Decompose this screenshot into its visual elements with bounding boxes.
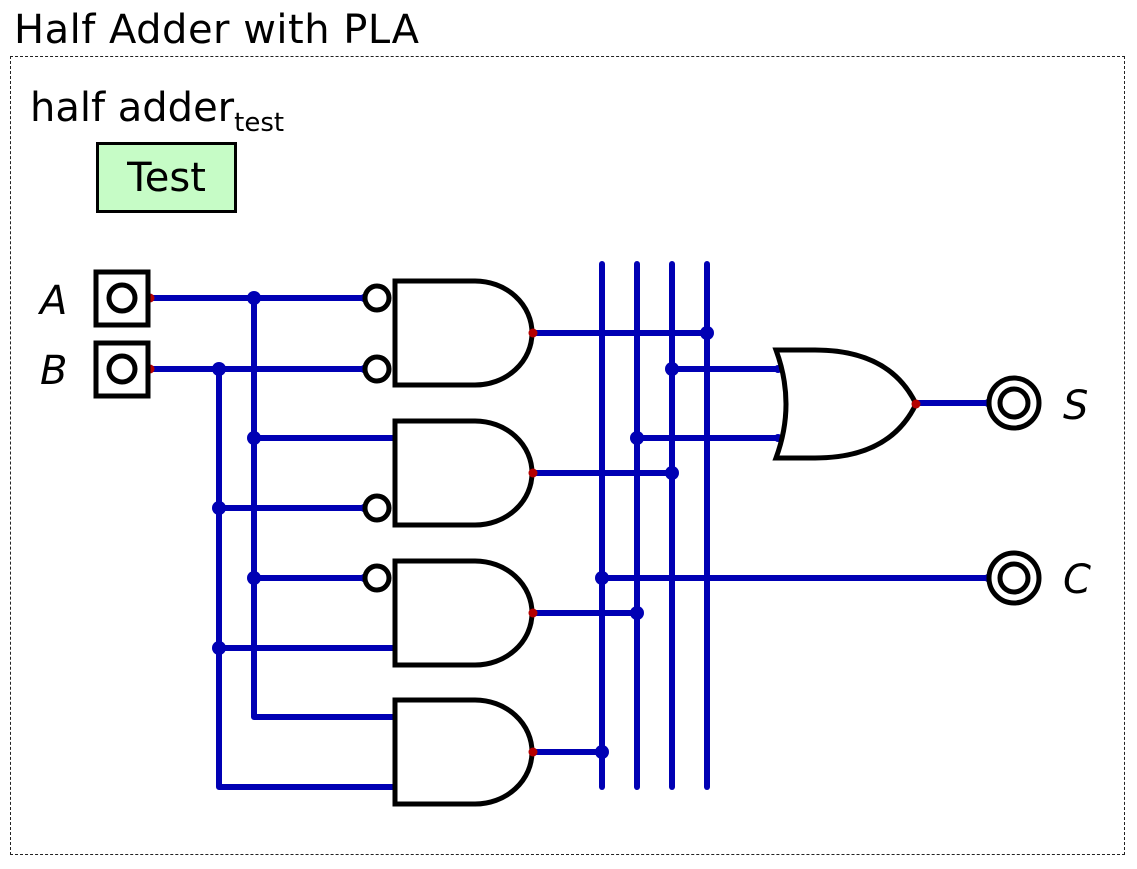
connection-point [528, 747, 538, 757]
output-probe-c [986, 550, 1042, 606]
junction [212, 641, 226, 655]
connection-point [528, 608, 538, 618]
junction [247, 291, 261, 305]
test-button[interactable]: Test [96, 142, 237, 213]
junction [665, 362, 679, 376]
and-gate-2 [392, 418, 535, 528]
junction [212, 501, 226, 515]
inverter-bubble [362, 354, 392, 384]
input-label-b: B [40, 348, 67, 394]
inverter-bubble [362, 563, 392, 593]
inverter-bubble [362, 493, 392, 523]
and-gate-1 [392, 278, 535, 388]
junction [247, 571, 261, 585]
and-gate-3 [392, 558, 535, 668]
input-switch-a[interactable] [93, 269, 151, 328]
output-probe-s [986, 375, 1042, 431]
junction [247, 431, 261, 445]
inverter-bubble [362, 283, 392, 313]
circuit-frame [10, 56, 1125, 855]
junction [212, 362, 226, 376]
connection-point [911, 399, 921, 409]
output-label-s: S [1063, 383, 1088, 429]
and-gate-4 [392, 697, 535, 807]
test-case-label: half addertest [30, 88, 284, 136]
junction [630, 431, 644, 445]
wires [147, 261, 991, 790]
page-title: Half Adder with PLA [14, 7, 420, 53]
output-label-c: C [1063, 557, 1091, 603]
junction [595, 745, 609, 759]
or-gate [772, 347, 919, 461]
junction [630, 606, 644, 620]
junction [700, 326, 714, 340]
input-switch-b[interactable] [93, 340, 151, 399]
junction [665, 466, 679, 480]
and-gates [392, 278, 535, 807]
inversion-bubbles [362, 283, 392, 593]
input-label-a: A [37, 278, 67, 324]
connection-point [528, 328, 538, 338]
connection-point [528, 468, 538, 478]
junction [595, 571, 609, 585]
test-case-name: half adder [30, 85, 235, 131]
test-case-subscript: test [234, 108, 285, 138]
